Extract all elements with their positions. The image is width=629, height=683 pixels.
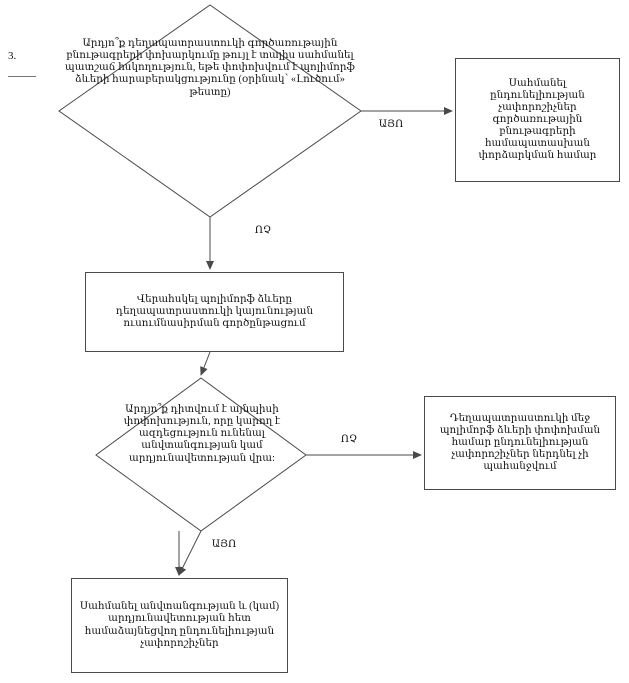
box-monitor-polymorphic-forms[interactable]: Վերահսկել պոլիմորֆ ձևերը դեղապատրաստուկի… (85, 272, 344, 352)
box-no-criteria-required-label: Դեղապատրաստուկի մեջ պոլիմորֆ ձևերի փոփոխ… (439, 412, 601, 473)
box-safety-efficacy-criteria-label: Սահմանել անվտանգության և (կամ) արդյունավ… (79, 601, 280, 649)
edge-verify-down-line (200, 351, 211, 376)
edge-label-top-yes: ԱՅՈ (378, 119, 404, 130)
decision-top-shape (58, 4, 362, 218)
section-marker-rule (8, 76, 36, 77)
box-define-acceptance-criteria-label: Սահմանել ընդունելիության չափորոշիչներ գո… (478, 77, 597, 162)
edge-label-mid-yes: ԱՅՈ (211, 539, 237, 550)
box-define-acceptance-criteria[interactable]: Սահմանել ընդունելիության չափորոշիչներ գո… (455, 58, 620, 182)
box-safety-efficacy-criteria[interactable]: Սահմանել անվտանգության և (կամ) արդյունավ… (71, 578, 288, 673)
box-monitor-polymorphic-forms-label: Վերահսկել պոլիմորֆ ձևերը դեղապատրաստուկի… (115, 293, 314, 330)
decision-mid-label: Արդյո՞ք դիտվում է այնպիսի փոփոխություն, … (123, 404, 281, 464)
edge-mid-yes-line (178, 530, 202, 576)
edge-label-top-no: ՈՉ (254, 225, 272, 236)
edge-label-mid-no: ՈՉ (340, 434, 358, 445)
decision-top-label: Արդյո՞ք դեղապատրաստուկի գործառութային բն… (65, 38, 355, 98)
section-number-marker: 3. (8, 50, 17, 62)
box-no-criteria-required[interactable]: Դեղապատրաստուկի մեջ պոլիմորֆ ձևերի փոփոխ… (424, 396, 616, 490)
